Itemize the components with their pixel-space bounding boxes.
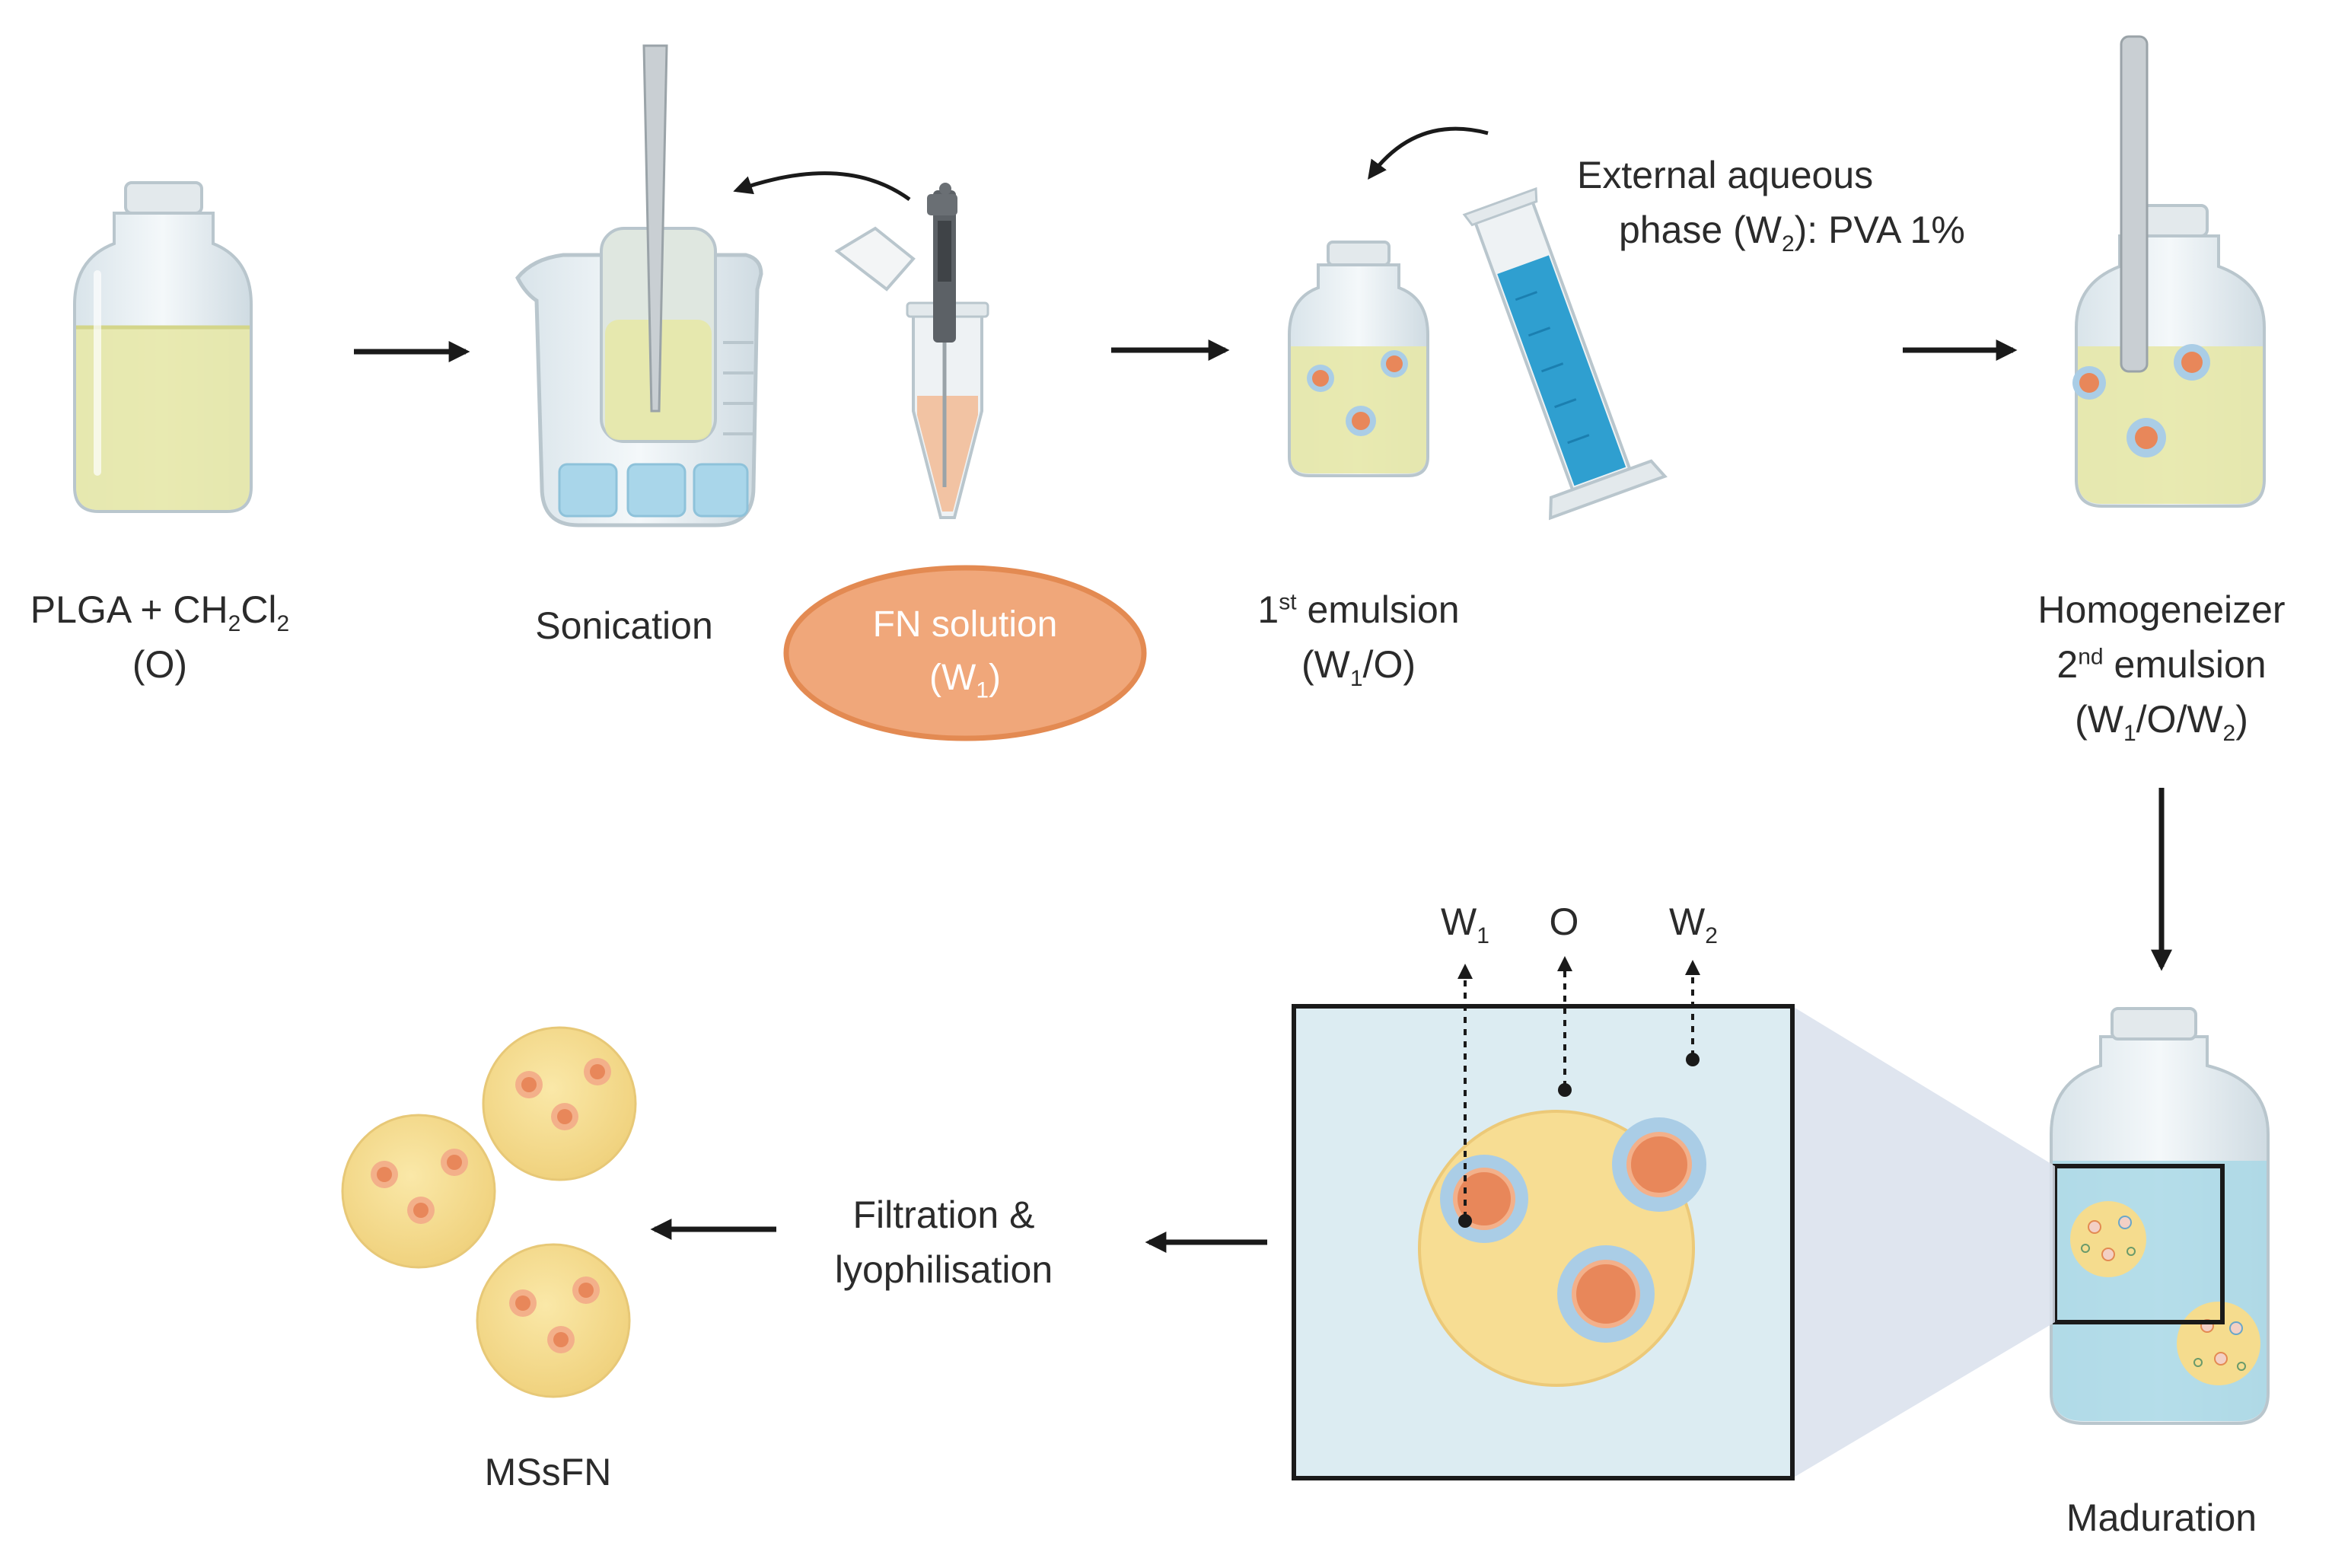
maduration-label: Maduration	[2066, 1496, 2257, 1539]
inset-w2-label: W2	[1669, 900, 1718, 948]
homogeneizer-label: Homogeneizer 2nd emulsion (W1/O/W2)	[2037, 588, 2286, 746]
fn-solution-ellipse	[783, 565, 1147, 741]
plga-label: PLGA + CH2Cl2 (O)	[30, 588, 290, 686]
homogeneizer-bottle-icon	[2072, 35, 2266, 508]
zoom-projection	[1792, 1006, 2055, 1478]
plga-bottle-icon	[73, 181, 253, 513]
product-label: MSsFN	[484, 1451, 612, 1493]
microspheres-icon	[341, 1026, 637, 1398]
inset-o-label: O	[1549, 900, 1579, 943]
sonication-label: Sonication	[535, 604, 713, 647]
sonication-beaker-icon	[515, 44, 763, 527]
arrow-tube-to-beaker	[733, 171, 911, 202]
pipette-tube-icon	[834, 183, 989, 519]
inset-w1-label: W1	[1441, 900, 1489, 948]
inset-zoom-box	[1292, 956, 1795, 1480]
filtration-label: Filtration & lyophilisation	[834, 1194, 1053, 1291]
external-phase-label: External aqueous phase (W2): PVA 1%	[1577, 154, 1965, 257]
first-emulsion-label: 1st emulsion (W1/O)	[1257, 588, 1460, 691]
measuring-cylinder-icon	[1462, 186, 1668, 521]
first-emulsion-bottle-icon	[1288, 241, 1429, 477]
maduration-bottle-icon	[2050, 1007, 2270, 1425]
fn-solution-label: FN solution (W1)	[872, 604, 1058, 703]
arrow-cylinder-to-bottle	[1368, 126, 1489, 180]
